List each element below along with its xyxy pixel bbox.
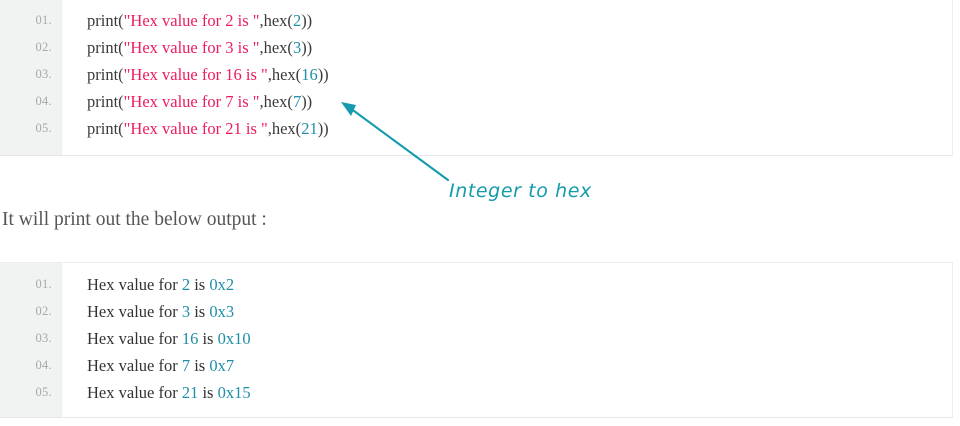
- token-label: is: [190, 275, 210, 294]
- token-value: 16: [181, 329, 199, 348]
- code-line: 02. print("Hex value for 3 is ",hex(3)): [35, 34, 952, 61]
- token-plain: print(: [87, 119, 124, 138]
- token-plain: )): [301, 92, 313, 111]
- token-hex: 0x3: [209, 302, 235, 321]
- token-plain: )): [317, 119, 329, 138]
- line-content: Hex value for 16 is 0x10: [62, 325, 251, 352]
- line-number: 02.: [35, 40, 52, 54]
- line-number: 04.: [35, 358, 52, 372]
- token-plain: print(: [87, 92, 124, 111]
- token-plain: ,hex(: [267, 119, 302, 138]
- code-line: 05. print("Hex value for 21 is ",hex(21)): [35, 115, 952, 142]
- output-line: 05. Hex value for 21 is 0x15: [35, 379, 952, 406]
- token-hex: 0x10: [217, 329, 251, 348]
- token-hex: 0x7: [209, 356, 235, 375]
- line-content: Hex value for 2 is 0x2: [62, 271, 234, 298]
- token-number: 7: [292, 92, 302, 111]
- token-plain: ,hex(: [259, 38, 293, 57]
- token-plain: )): [317, 65, 329, 84]
- line-number: 05.: [35, 385, 52, 399]
- token-hex: 0x2: [209, 275, 235, 294]
- code-line: 03. print("Hex value for 16 is ",hex(16)): [35, 61, 952, 88]
- line-number: 03.: [35, 331, 52, 345]
- token-value: 3: [181, 302, 191, 321]
- token-number: 16: [301, 65, 318, 84]
- line-content: print("Hex value for 3 is ",hex(3)): [62, 34, 312, 61]
- line-content: print("Hex value for 2 is ",hex(2)): [62, 7, 312, 34]
- line-number: 04.: [35, 94, 52, 108]
- token-label: Hex value for: [87, 329, 182, 348]
- line-content: print("Hex value for 7 is ",hex(7)): [62, 88, 312, 115]
- token-plain: ,hex(: [267, 65, 302, 84]
- token-value: 21: [181, 383, 199, 402]
- token-label: is: [190, 356, 210, 375]
- line-content: print("Hex value for 21 is ",hex(21)): [62, 115, 329, 142]
- output-lines: 01. Hex value for 2 is 0x2 02. Hex value fo…: [35, 263, 952, 406]
- code-gutter: [0, 0, 62, 155]
- token-plain: print(: [87, 38, 124, 57]
- token-value: 7: [181, 356, 191, 375]
- output-block: 01. Hex value for 2 is 0x2 02. Hex value fo…: [0, 262, 953, 418]
- line-content: print("Hex value for 16 is ",hex(16)): [62, 61, 329, 88]
- line-number: 03.: [35, 67, 52, 81]
- token-number: 21: [301, 119, 318, 138]
- token-plain: )): [301, 38, 313, 57]
- token-number: 2: [292, 11, 302, 30]
- token-string: "Hex value for 7 is ": [123, 92, 260, 111]
- token-plain: ,hex(: [259, 11, 293, 30]
- token-number: 3: [292, 38, 302, 57]
- output-line: 03. Hex value for 16 is 0x10: [35, 325, 952, 352]
- token-plain: print(: [87, 11, 124, 30]
- token-string: "Hex value for 2 is ": [123, 11, 260, 30]
- token-label: Hex value for: [87, 356, 182, 375]
- token-label: is: [198, 383, 218, 402]
- token-string: "Hex value for 21 is ": [123, 119, 268, 138]
- token-string: "Hex value for 16 is ": [123, 65, 268, 84]
- below-output-paragraph: It will print out the below output :: [2, 209, 267, 230]
- code-line: 01. print("Hex value for 2 is ",hex(2)): [35, 7, 952, 34]
- token-label: Hex value for: [87, 383, 182, 402]
- line-content: Hex value for 3 is 0x3: [62, 298, 234, 325]
- token-plain: print(: [87, 65, 124, 84]
- line-number: 01.: [35, 277, 52, 291]
- line-number: 01.: [35, 13, 52, 27]
- token-label: Hex value for: [87, 302, 182, 321]
- token-string: "Hex value for 3 is ": [123, 38, 260, 57]
- annotation-label: Integer to hex: [449, 180, 592, 202]
- python-code-block: 01.print("Hex value for 2 is ",hex(2))02…: [0, 0, 953, 156]
- token-value: 2: [181, 275, 191, 294]
- output-line: 01. Hex value for 2 is 0x2: [35, 271, 952, 298]
- line-number: 02.: [35, 304, 52, 318]
- token-plain: ,hex(: [259, 92, 293, 111]
- token-label: is: [190, 302, 210, 321]
- line-content: Hex value for 7 is 0x7: [62, 352, 234, 379]
- code-lines: 01.print("Hex value for 2 is ",hex(2))02…: [35, 0, 952, 142]
- token-label: is: [198, 329, 218, 348]
- line-number: 05.: [35, 121, 52, 135]
- output-line: 02. Hex value for 3 is 0x3: [35, 298, 952, 325]
- code-line: 04. print("Hex value for 7 is ",hex(7)): [35, 88, 952, 115]
- token-plain: )): [301, 11, 313, 30]
- token-hex: 0x15: [217, 383, 251, 402]
- token-label: Hex value for: [87, 275, 182, 294]
- output-line: 04. Hex value for 7 is 0x7: [35, 352, 952, 379]
- line-content: Hex value for 21 is 0x15: [62, 379, 251, 406]
- output-gutter: [0, 263, 62, 417]
